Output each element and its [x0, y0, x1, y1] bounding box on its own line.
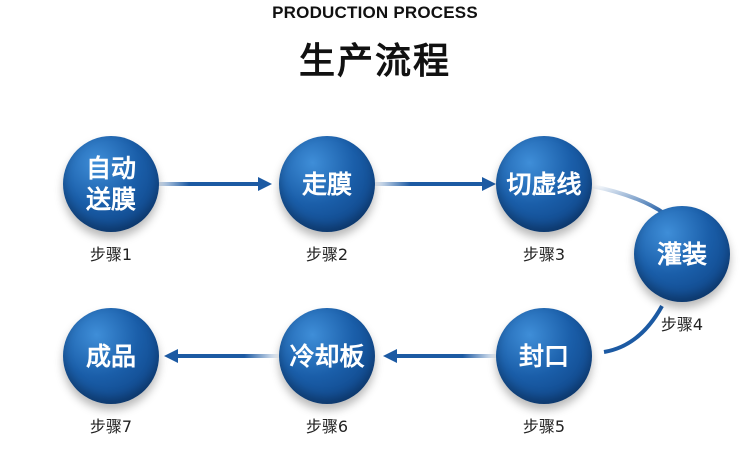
step-caption-2: 步骤2: [305, 245, 349, 264]
arrow-6-7: [164, 349, 280, 363]
arrow-5-6: [383, 349, 498, 363]
step-node-label: 切虚线: [506, 169, 582, 199]
step-node-1: 自动 送膜: [63, 136, 159, 232]
step-caption-7: 步骤7: [89, 417, 133, 436]
step-caption-5: 步骤5: [522, 417, 566, 436]
arrow-1-2: [152, 177, 272, 191]
arrow-3-4: [591, 184, 667, 216]
step-node-label: 冷却板: [289, 341, 365, 371]
step-node-label: 封口: [518, 341, 569, 371]
step-node-label: 自动 送膜: [85, 154, 136, 214]
step-node-2: 走膜: [279, 136, 375, 232]
step-caption-6: 步骤6: [305, 417, 349, 436]
step-node-5: 封口: [496, 308, 592, 404]
step-caption-1: 步骤1: [89, 245, 133, 264]
step-node-label: 灌装: [656, 239, 707, 269]
step-node-4: 灌装: [634, 206, 730, 302]
page-title-en: PRODUCTION PROCESS: [272, 3, 478, 22]
arrow-4-5: [603, 305, 664, 354]
step-node-label: 走膜: [301, 169, 352, 199]
page-title-cn: 生产流程: [298, 41, 451, 82]
arrow-2-3: [372, 177, 496, 191]
step-node-7: 成品: [63, 308, 159, 404]
step-node-label: 成品: [85, 341, 136, 371]
step-caption-3: 步骤3: [522, 245, 566, 264]
step-node-6: 冷却板: [279, 308, 375, 404]
step-node-3: 切虚线: [496, 136, 592, 232]
step-caption-4: 步骤4: [660, 315, 704, 334]
